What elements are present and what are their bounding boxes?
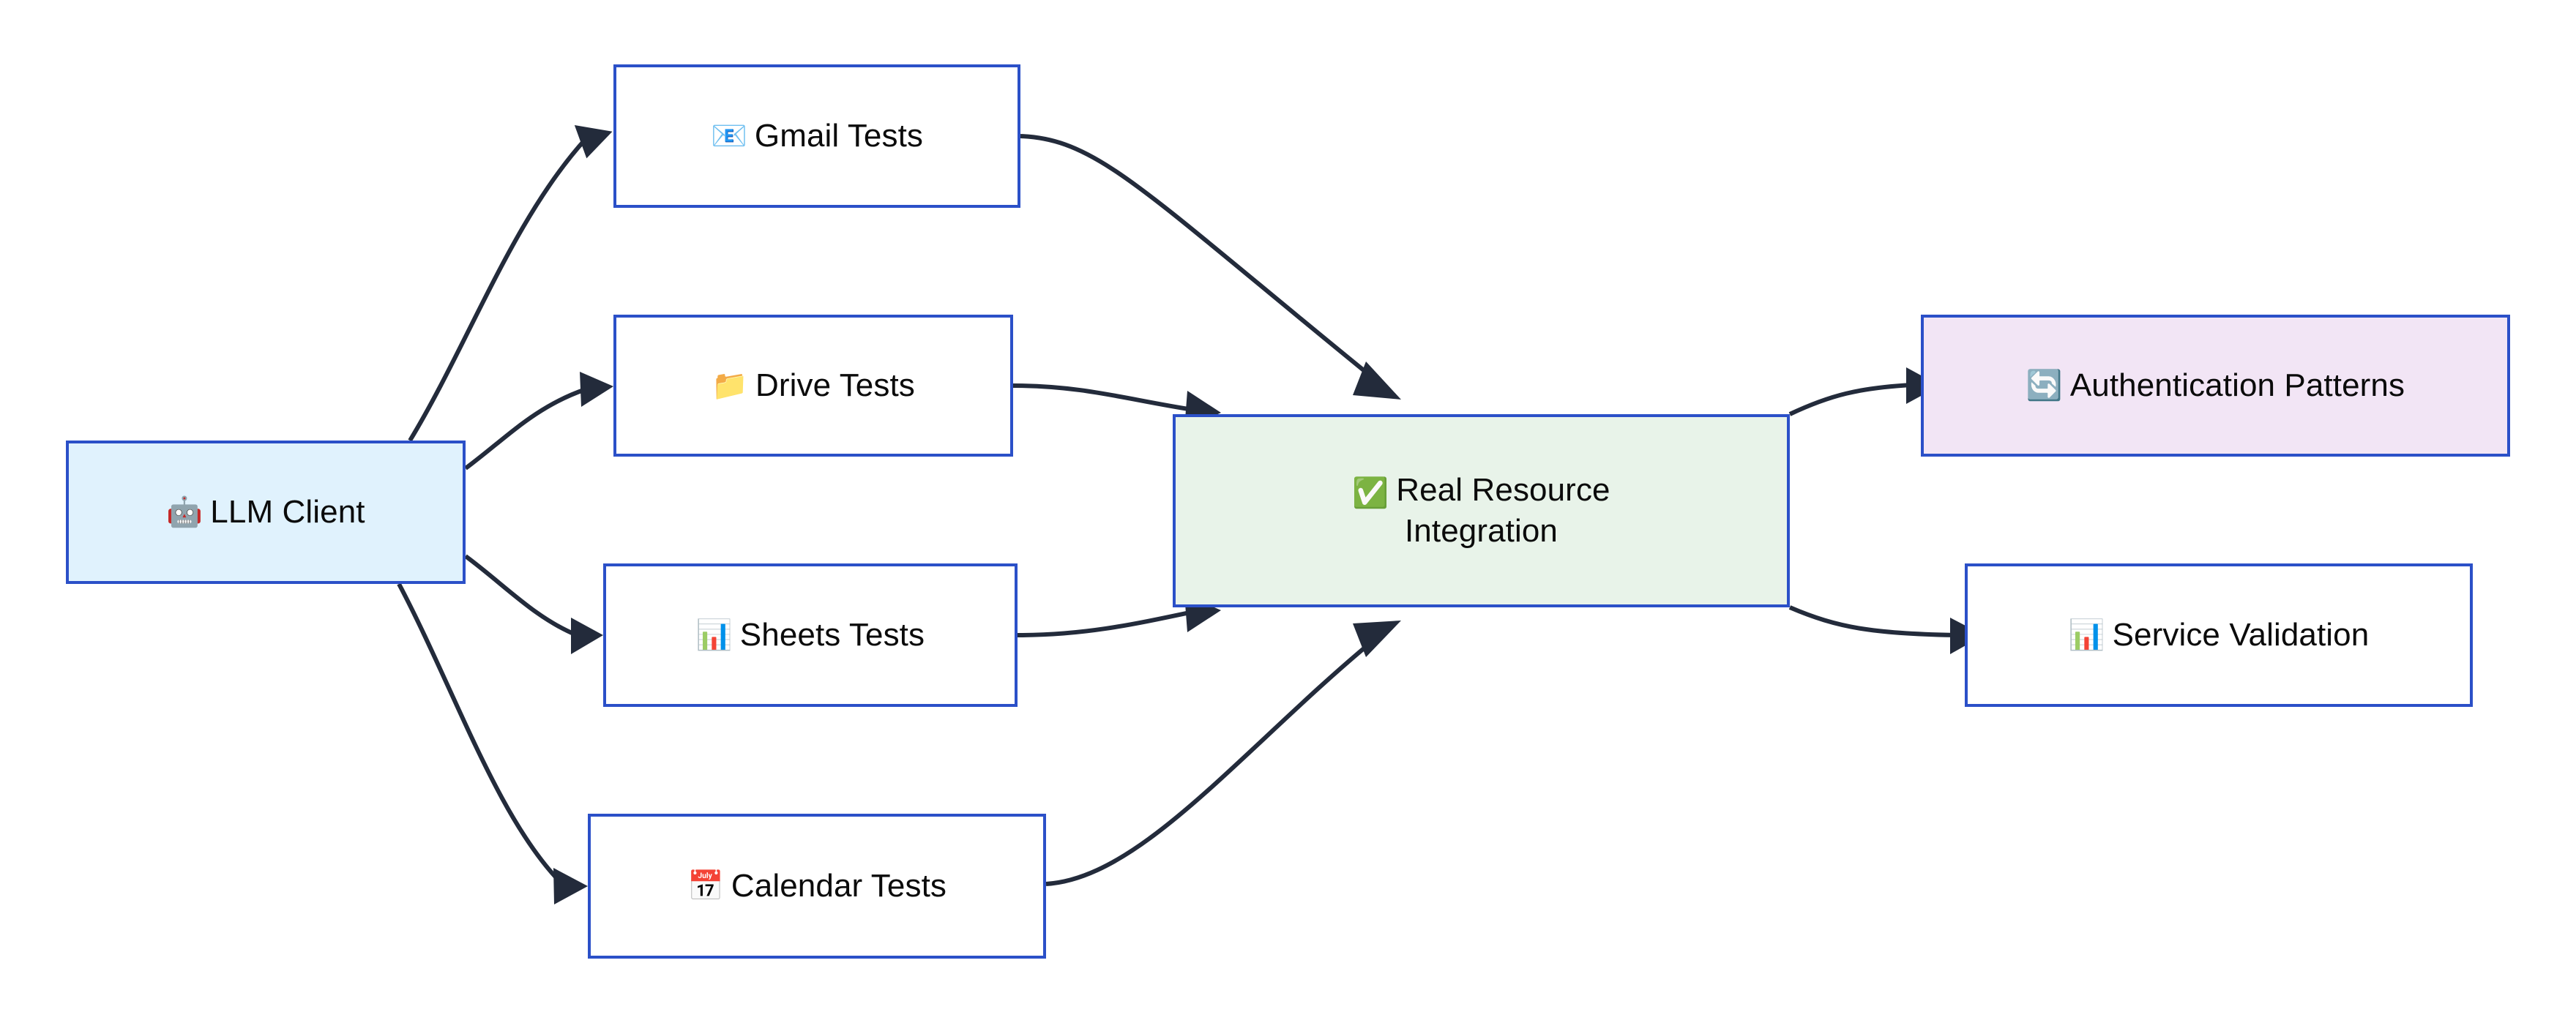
robot-icon: 🤖	[166, 495, 204, 529]
node-content: 🤖 LLM Client	[166, 492, 365, 532]
node-content: 📅 Calendar Tests	[687, 866, 947, 906]
node-label: Real Resource Integration	[1396, 472, 1610, 550]
email-icon: 📧	[710, 119, 747, 153]
node-label: Service Validation	[2112, 617, 2370, 653]
edge-real-resource-to-auth-patterns	[1788, 367, 1940, 416]
node-label: Sheets Tests	[739, 617, 925, 653]
node-label: Gmail Tests	[754, 118, 924, 154]
node-sheets-tests[interactable]: 📊 Sheets Tests	[603, 563, 1018, 707]
node-calendar-tests[interactable]: 📅 Calendar Tests	[588, 814, 1046, 959]
node-service-validation[interactable]: 📊 Service Validation	[1965, 563, 2473, 707]
edge-llm-client-to-gmail-tests	[408, 125, 613, 442]
node-real-resource-integration[interactable]: ✅Real Resource Integration	[1173, 414, 1790, 607]
node-label: Calendar Tests	[731, 868, 947, 904]
edge-gmail-tests-to-real-resource	[1020, 134, 1401, 400]
node-gmail-tests[interactable]: 📧 Gmail Tests	[613, 64, 1020, 208]
calendar-icon: 📅	[687, 869, 724, 903]
node-content: ✅Real Resource Integration	[1352, 471, 1610, 550]
edge-real-resource-to-service-validation	[1788, 605, 1984, 654]
node-content: 📧 Gmail Tests	[711, 116, 923, 156]
edge-llm-client-to-calendar-tests	[397, 582, 588, 904]
bar-chart-icon: 📊	[2068, 618, 2105, 652]
bar-chart-icon: 📊	[695, 618, 733, 652]
edge-calendar-tests-to-real-resource	[1045, 621, 1401, 886]
arrows-counterclockwise-icon: 🔄	[2026, 368, 2063, 402]
node-label: Drive Tests	[755, 367, 915, 404]
folder-icon: 📁	[712, 368, 748, 402]
edge-llm-client-to-sheets-tests	[464, 554, 603, 654]
check-mark-button-icon: ✅	[1352, 476, 1389, 511]
node-drive-tests[interactable]: 📁 Drive Tests	[613, 315, 1013, 457]
node-content: 🔄 Authentication Patterns	[2026, 366, 2405, 405]
node-label: LLM Client	[210, 494, 365, 531]
node-label: Authentication Patterns	[2069, 367, 2405, 404]
node-llm-client[interactable]: 🤖 LLM Client	[66, 441, 466, 584]
node-content: 📁 Drive Tests	[712, 366, 915, 405]
edge-llm-client-to-drive-tests	[464, 372, 613, 471]
node-authentication-patterns[interactable]: 🔄 Authentication Patterns	[1921, 315, 2510, 457]
node-content: 📊 Service Validation	[2069, 615, 2370, 655]
node-content: 📊 Sheets Tests	[696, 615, 925, 655]
